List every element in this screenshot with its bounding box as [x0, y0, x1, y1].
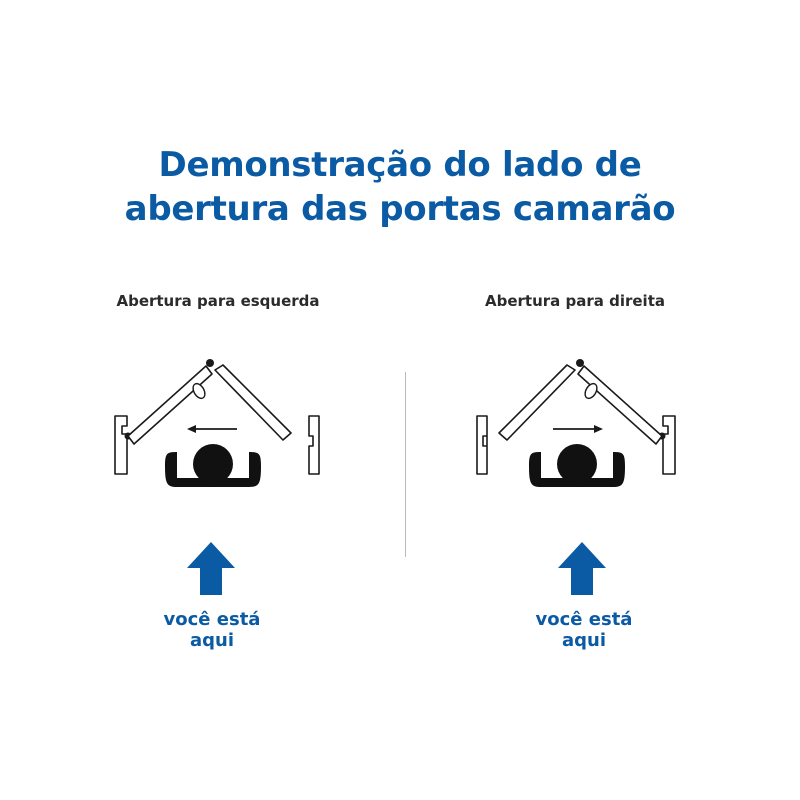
arrow-left-icon — [187, 425, 237, 433]
title-line-1: Demonstração do lado de — [158, 145, 642, 185]
hinge-pivot-icon — [576, 359, 584, 367]
page-title: Demonstração do lado de abertura das por… — [0, 143, 800, 231]
you-are-here-line-2: aqui — [189, 630, 234, 651]
folding-door-right-diagram — [476, 359, 676, 487]
handle-oval-icon — [192, 382, 206, 400]
door-panel-right-icon — [577, 365, 663, 445]
panel-divider — [405, 372, 406, 557]
person-top-view-icon — [165, 444, 261, 487]
left-panel-label: Abertura para esquerda — [116, 292, 320, 310]
you-are-here-arrow-up-icon — [187, 542, 235, 595]
door-panel-right-icon — [214, 364, 292, 441]
you-are-here-line-1: você está — [535, 609, 633, 630]
you-are-here-line-2: aqui — [561, 630, 606, 651]
right-panel-label: Abertura para direita — [485, 292, 665, 310]
you-are-here-arrow-up-icon — [558, 542, 606, 595]
door-panel-left-icon — [498, 364, 576, 441]
right-wall-jamb-icon — [658, 415, 676, 475]
left-wall-jamb-icon — [476, 415, 488, 475]
hinge-pivot-icon — [206, 359, 214, 367]
person-top-view-icon — [529, 444, 625, 487]
left-wall-jamb-icon — [114, 415, 132, 475]
you-are-here-line-1: você está — [163, 609, 261, 630]
arrow-right-icon — [553, 425, 603, 433]
title-line-2: abertura das portas camarão — [124, 189, 676, 229]
door-panel-left-icon — [127, 365, 213, 445]
right-wall-jamb-icon — [308, 415, 320, 475]
you-are-here-left: você está aqui — [112, 609, 312, 651]
you-are-here-right: você está aqui — [484, 609, 684, 651]
folding-door-left-diagram — [114, 359, 320, 487]
handle-oval-icon — [584, 382, 598, 400]
